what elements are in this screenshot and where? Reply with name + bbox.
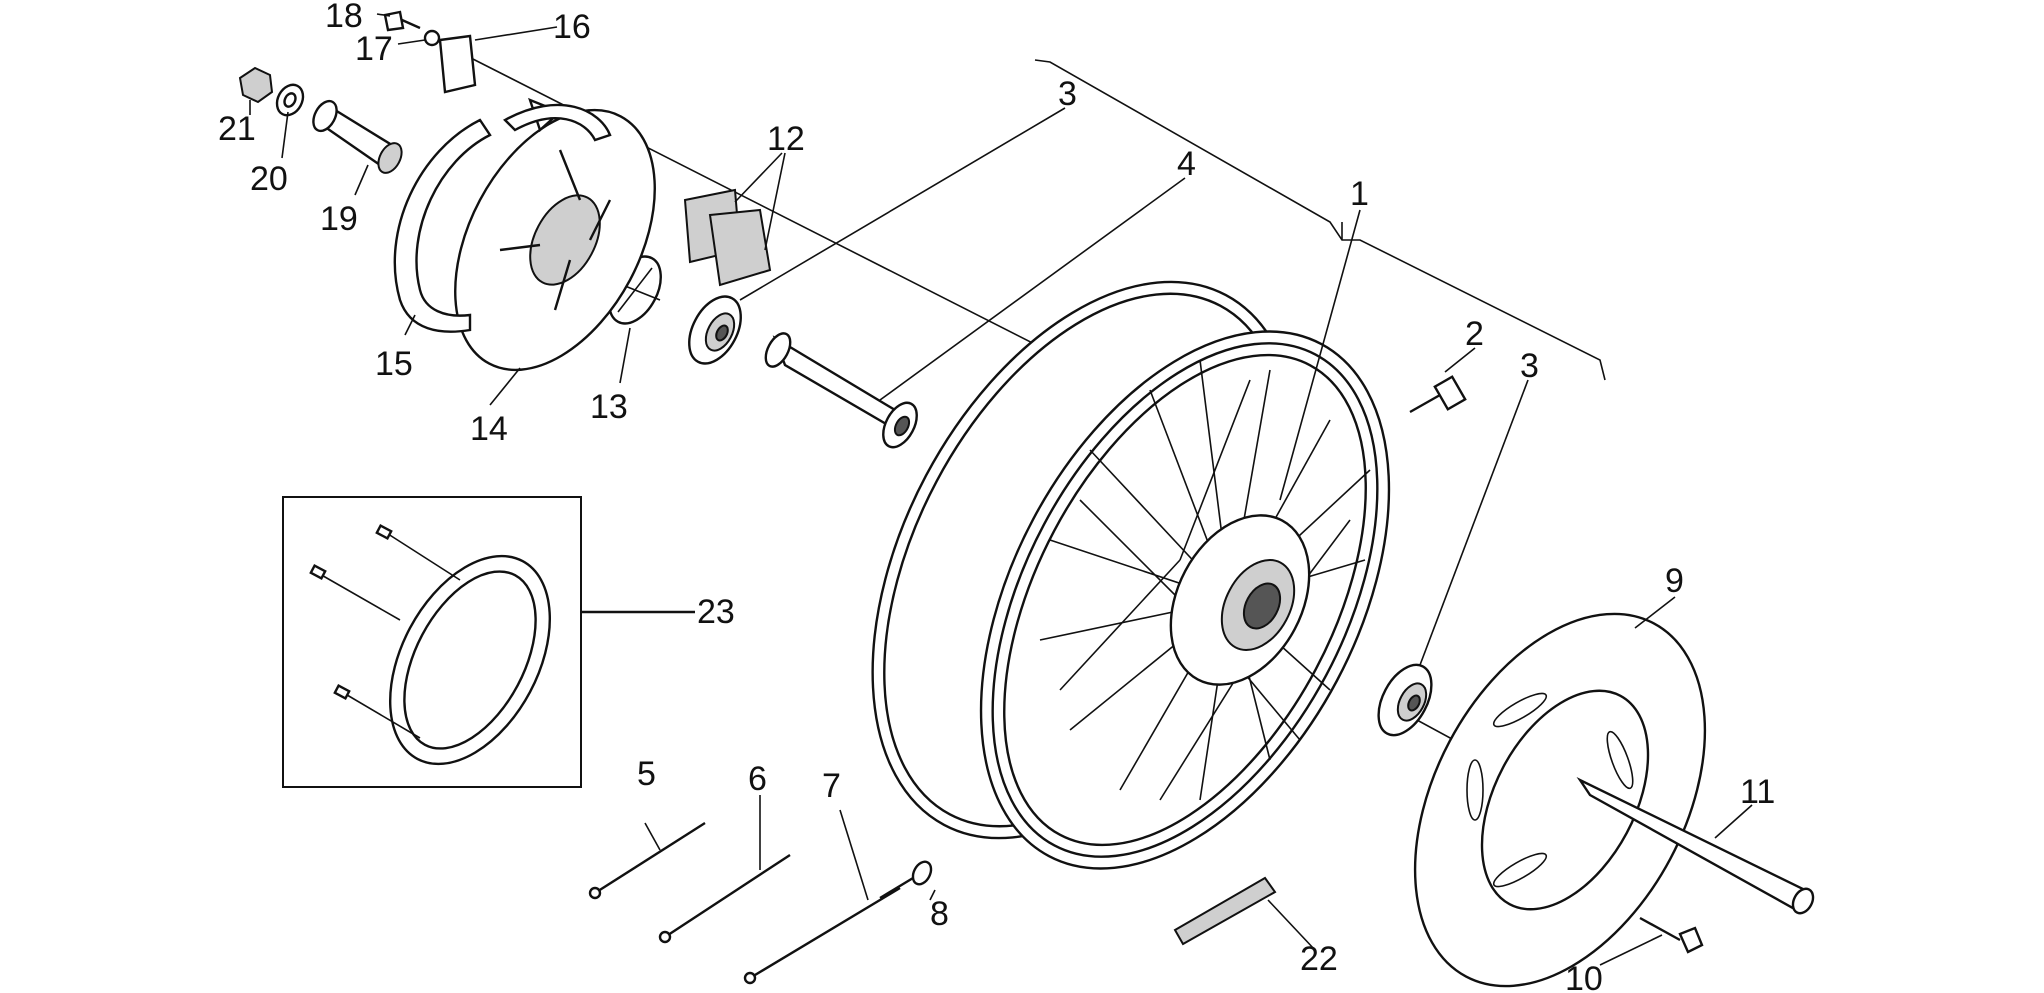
callout-3-left: 3 [1058, 75, 1077, 113]
callout-19: 19 [320, 200, 358, 238]
washer-part-20 [275, 83, 305, 117]
callout-17: 17 [355, 30, 393, 68]
callout-13: 13 [590, 388, 628, 426]
wheel-rim [871, 280, 1391, 870]
callout-1: 1 [1350, 175, 1369, 213]
callout-14: 14 [470, 410, 508, 448]
callout-23: 23 [697, 593, 735, 631]
callout-20: 20 [250, 160, 288, 198]
sprocket-part-15 [393, 97, 612, 333]
leader-lines [249, 13, 1753, 966]
callout-7: 7 [822, 767, 841, 805]
weight-strip-part-22 [1173, 876, 1277, 946]
spacer-part-19 [312, 99, 403, 174]
callout-22: 22 [1300, 940, 1338, 978]
bolt-part-18 [383, 10, 421, 32]
callout-2: 2 [1465, 315, 1484, 353]
brake-disc-part-9 [1413, 612, 1707, 988]
nipple-part-8 [879, 860, 933, 900]
washer-part-17 [423, 29, 441, 47]
callout-11: 11 [1740, 773, 1775, 811]
tab-part-16 [438, 34, 477, 94]
sprocket-carrier-part-14 [454, 108, 656, 372]
callout-8: 8 [930, 895, 949, 933]
cush-rubbers-part-12 [683, 188, 772, 287]
callout-5: 5 [637, 755, 656, 793]
rod-part-6 [658, 853, 791, 944]
callout-6: 6 [748, 760, 767, 798]
wheel-hub [1169, 514, 1311, 686]
rod-part-5 [588, 821, 706, 900]
callout-16: 16 [553, 8, 591, 46]
callout-15: 15 [375, 345, 413, 383]
valve-part-2 [1409, 375, 1467, 414]
bearing-part-3-right [1377, 663, 1433, 737]
callout-4: 4 [1177, 145, 1196, 183]
axle-spacer-part-4 [764, 332, 918, 449]
callout-10: 10 [1565, 960, 1603, 993]
callout-18: 18 [325, 0, 363, 35]
callouts: 1 2 3 3 4 5 6 7 8 9 10 11 12 13 14 15 16… [218, 0, 1775, 993]
bolt-part-10 [1639, 916, 1704, 954]
callout-9: 9 [1665, 562, 1684, 600]
callout-3-right: 3 [1520, 347, 1539, 385]
callout-21: 21 [218, 110, 256, 148]
nut-part-21 [238, 66, 274, 104]
detail-box-part-23 [282, 496, 695, 788]
assembly-bracket [1034, 59, 1606, 381]
rod-part-7 [743, 886, 901, 985]
axle-part-11 [1576, 776, 1815, 915]
bearing-part-3-left [688, 295, 742, 365]
callout-12: 12 [767, 120, 805, 158]
